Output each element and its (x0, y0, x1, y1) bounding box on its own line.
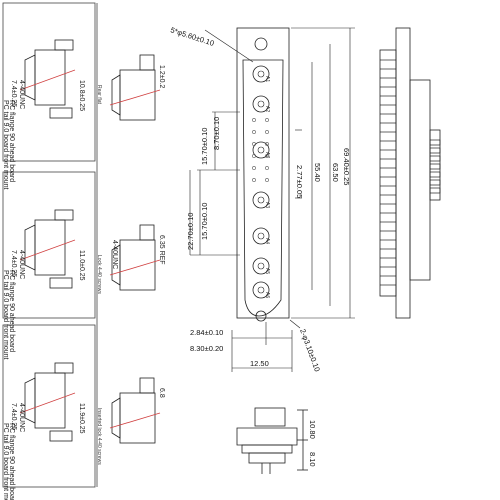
signal-pin (252, 166, 256, 170)
signal-pin (265, 154, 269, 158)
side-dim-2: 4-40UNC (111, 240, 118, 269)
dim-c: 10.8±0.25 (78, 80, 85, 111)
contact-tail (429, 139, 441, 146)
dim-2-84: 2.84±0.10 (190, 328, 223, 337)
contact-tail (429, 163, 441, 170)
dim-c: 11.9±0.25 (78, 403, 85, 434)
contact-a2: A2 (252, 95, 270, 113)
contact-a7: A7 (252, 141, 270, 159)
note-1: PC tail 9.0 board front mount (2, 270, 9, 360)
contact-a4: A4 (252, 227, 270, 245)
dim-a: 7.4±0.25 (10, 403, 17, 430)
dim-12-50: 12.50 (250, 359, 269, 368)
front-dim-lines (189, 27, 355, 372)
contact-a5: A5 (252, 257, 270, 275)
front-view (236, 27, 290, 322)
signal-pin (252, 178, 256, 182)
contact-tail (429, 187, 441, 194)
side-dim: 6.8 (158, 388, 165, 398)
note-2: RC flange 90 ahead board (8, 100, 15, 182)
signal-pin (265, 178, 269, 182)
contact-a3: A3 (252, 191, 270, 209)
signal-pin (265, 118, 269, 122)
bottom-dim-8-10: 8.10 (308, 452, 317, 467)
signal-pin (252, 130, 256, 134)
note-2: RC flange 90 ahead board (8, 423, 15, 500)
signal-pin (265, 130, 269, 134)
side-note: Lock 4-40 screws (96, 255, 102, 294)
dim-8-70: 8.70±0.10 (212, 117, 221, 150)
dim-69-40: 69.40±0.25 (342, 148, 351, 185)
dim-c: 11.0±0.25 (78, 250, 85, 281)
dim-b: 4-40UNC (18, 80, 25, 109)
contact-label: A5 (264, 268, 270, 274)
contact-a1: A1 (252, 65, 270, 83)
left-panel-2 (19, 209, 161, 291)
contact-tail (429, 155, 441, 162)
side-ribs (380, 59, 441, 286)
signal-pin (252, 142, 256, 146)
dim-22-70: 22.70±0.10 (186, 213, 195, 250)
contact-tail (429, 171, 441, 178)
dim-15-70-b: 15.70±0.10 (200, 203, 209, 240)
side-view (379, 27, 441, 319)
contact-a6: A6 (252, 281, 270, 299)
dim-a: 7.4±0.25 (10, 80, 17, 107)
dim-63-50: 63.50 (331, 163, 340, 182)
dim-15-70-a: 15.70±0.10 (200, 128, 209, 165)
side-dim: 6.35 REF (158, 235, 165, 265)
signal-pin (252, 154, 256, 158)
side-dim: 1.2±0.2 (158, 65, 165, 88)
left-connector-drawings (19, 39, 161, 444)
signal-pin (265, 166, 269, 170)
bottom-view (236, 407, 308, 474)
contact-label: A1 (264, 76, 270, 82)
left-panel-frames (2, 2, 98, 488)
left-panel-3 (19, 362, 161, 444)
note-2: RC flange 90 ahead board (8, 270, 15, 352)
dim-2-77: 2.77±0.05 (295, 165, 304, 198)
dim-b: 4-40UNC (18, 403, 25, 432)
contact-label: A3 (264, 202, 270, 208)
dim-b: 4-40UNC (18, 250, 25, 279)
bottom-dim-10-80: 10.80 (308, 420, 317, 439)
signal-pin (252, 118, 256, 122)
contact-label: A4 (264, 238, 270, 244)
side-note: Rear flat (96, 85, 102, 105)
contact-tail (429, 179, 441, 186)
note-1: PC tail 9.0 board front mount (2, 100, 9, 190)
dim-a: 7.4±0.25 (10, 250, 17, 277)
left-panel-1 (19, 39, 161, 121)
signal-pin (265, 142, 269, 146)
contact-label: A6 (264, 292, 270, 298)
dim-2-holes: 2-φ3.10±0.10 (298, 328, 322, 373)
contact-tail (429, 147, 441, 154)
dim-55-40: 55.40 (313, 163, 322, 182)
side-note: Inserted lock 4-40 screws (96, 408, 102, 465)
dim-8-30: 8.30±0.20 (190, 344, 223, 353)
hole-spec: 5*φ5.60±0.10 (169, 25, 215, 48)
note-1: PC tail 9.0 board front mount (2, 423, 9, 500)
contact-label: A7 (264, 152, 270, 158)
contact-label: A2 (264, 106, 270, 112)
